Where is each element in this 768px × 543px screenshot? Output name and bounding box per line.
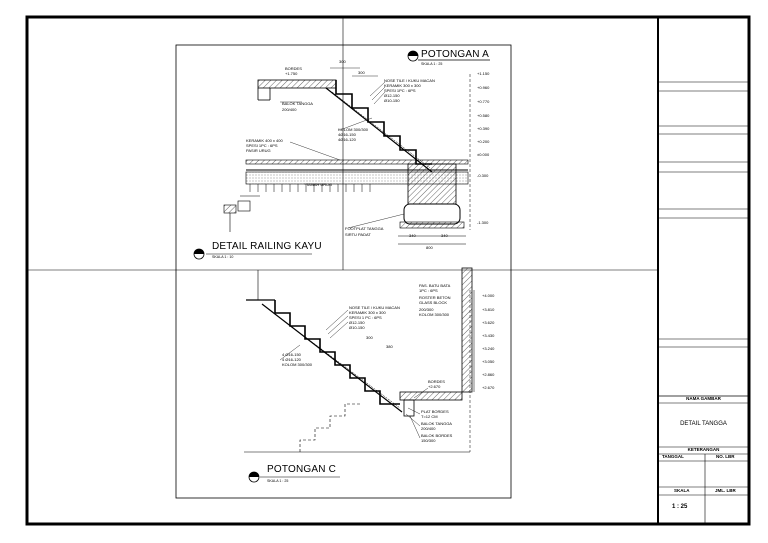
c-balok: BALOK TANGGA [421, 421, 452, 426]
a-lantai-spesi: SPESI 1PC : 6PS [246, 143, 278, 148]
a-level-2: +0.770 [477, 99, 490, 104]
a-sirtu: SIRTU PADAT [345, 232, 371, 237]
c-kolom-rebar2: 4 Ø16-120 [282, 357, 301, 362]
c-roster: ROSTER BETON [419, 295, 451, 300]
a-level-6: ±0.000 [477, 152, 490, 157]
title-block-nama-gambar: DETAIL TANGGA [680, 421, 727, 427]
a-kolom-rebar1: 4Ø16-150 [338, 132, 356, 137]
section-c-tag [248, 471, 340, 483]
section-c-scale: SKALA 1 : 25 [267, 479, 289, 483]
c-level-5: +3.050 [482, 359, 495, 364]
a-level-7: -0.300 [477, 173, 489, 178]
a-keramik: KERAMIK 300 x 300 [384, 83, 421, 88]
a-level-0: +1.150 [477, 71, 490, 76]
a-lantai-keramik: KERAMIK 400 x 400 [246, 138, 283, 143]
c-plat2: T=12 CM [421, 414, 438, 419]
c-level-0: +4.000 [482, 293, 495, 298]
a-level-3: +0.580 [477, 113, 490, 118]
c-rebar1: Ø12-150 [349, 320, 365, 325]
c-pas2: 1PC : 6PS [419, 288, 438, 293]
a-dim-300a: 300 [339, 59, 346, 64]
section-c-drawing [244, 267, 475, 453]
a-level-4: +0.390 [477, 126, 490, 131]
c-level-7: +2.670 [482, 385, 495, 390]
c-level-2: +3.620 [482, 320, 495, 325]
a-kolom: KOLOM 300/300 [338, 127, 369, 132]
c-roster4: KOLOM 300/300 [419, 312, 450, 317]
a-dim-340b: 340 [441, 233, 448, 238]
c-balok2: 200/400 [421, 426, 436, 431]
title-block-keterangan-label: KETERANGAN [687, 447, 720, 452]
title-block-skala-label: SKALA [674, 488, 690, 493]
a-level-5: +0.200 [477, 139, 490, 144]
a-balok-dim: 200/400 [282, 107, 297, 112]
title-block-skala-value: 1 : 25 [672, 504, 688, 510]
c-nosing: NOSE TILE / KUKU MACAN [349, 305, 400, 310]
title-block-jml-lbr-label: JML. LBR [715, 488, 736, 493]
c-balok-bordes: BALOK BORDES [421, 433, 453, 438]
c-keramik: KERAMIK 300 x 300 [349, 310, 386, 315]
c-plat: PLAT BORDES [421, 409, 449, 414]
a-bordes-elev: +1.750 [285, 71, 298, 76]
railing-title: DETAIL RAILING KAYU [212, 241, 322, 252]
a-dim-340a: 340 [409, 233, 416, 238]
section-a-title: POTONGAN A [421, 49, 489, 60]
section-c-leaders [279, 309, 429, 439]
c-kolom: KOLOM 300/300 [282, 362, 313, 367]
a-level-1: +0.960 [477, 85, 490, 90]
c-roster2: GLASS BLOCK [419, 300, 448, 305]
a-dim-300b: 300 [358, 70, 365, 75]
drawing-frame [175, 44, 512, 499]
c-level-4: +3.240 [482, 346, 495, 351]
section-a-drawing [245, 67, 471, 245]
section-a-leaders [280, 81, 405, 229]
section-a-tag [407, 50, 490, 62]
a-level-8: -1.300 [477, 220, 489, 225]
c-kolom-rebar1: 4 Ø16-150 [282, 352, 301, 357]
c-spesi: SPESI 1 PC : 6PS [349, 315, 382, 320]
c-bordes: BORDES [428, 379, 445, 384]
c-level-6: +2.860 [482, 372, 495, 377]
a-balok: BALOK TANGGA [282, 101, 313, 106]
c-roster3: 200/300 [419, 307, 434, 312]
section-c-title: POTONGAN C [267, 464, 337, 475]
railing-detail-drawing [223, 195, 260, 232]
title-block-nama-gambar-label: NAMA GAMBAR [686, 396, 721, 401]
title-block-tanggal-label: TANGGAL [662, 454, 684, 459]
railing-tag [193, 248, 312, 260]
c-pas: PAS. BATU BATA [419, 283, 451, 288]
railing-scale: SKALA 1 : 10 [212, 255, 234, 259]
c-level-1: +3.810 [482, 307, 495, 312]
title-block-no-lbr-label: NO. LBR [716, 454, 735, 459]
a-footplat: FOOTPLAT TANGGA [345, 226, 384, 231]
a-kolom-rebar2: 4Ø16-120 [338, 137, 356, 142]
a-bordes: BORDES [285, 66, 302, 71]
c-dim-380: 380 [386, 344, 393, 349]
title-block-frame [657, 17, 749, 524]
a-nosing: NOSE TILE / KUKU MACAN [384, 78, 435, 83]
c-dim-300: 300 [366, 335, 373, 340]
a-spesi: SPESI 1PC : 6PS [384, 88, 416, 93]
a-rebar2: Ø10-150 [384, 98, 400, 103]
c-bordes-elev: +2.670 [428, 384, 441, 389]
a-dim-800: 800 [426, 245, 433, 250]
section-a-scale: SKALA 1 : 25 [421, 62, 443, 66]
a-tanah-urug: TANAH URUG [306, 182, 333, 187]
a-lantai-pasir: PASIR URUG [246, 148, 271, 153]
sheet-border [25, 15, 751, 526]
c-balok-bordes2: 150/300 [421, 438, 436, 443]
c-level-3: +3.430 [482, 333, 495, 338]
c-rebar2: Ø10-150 [349, 325, 365, 330]
a-rebar1: Ø12-150 [384, 93, 400, 98]
